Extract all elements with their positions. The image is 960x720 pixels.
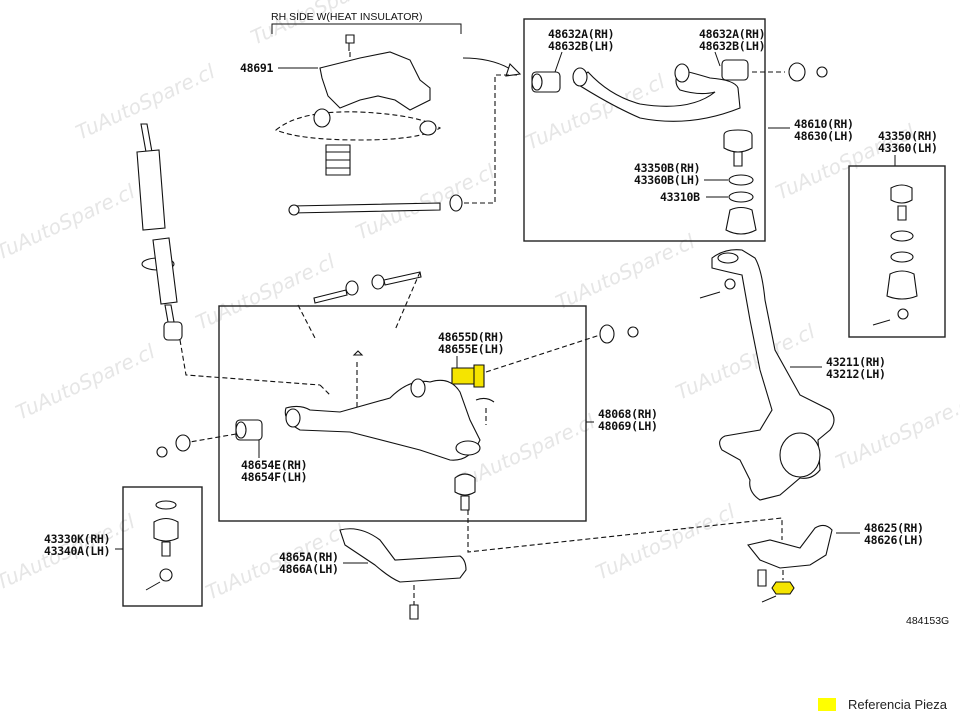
watermark: TuAutoSpare.cl — [552, 229, 699, 315]
washer-part — [788, 62, 806, 82]
seal-ring-part — [728, 191, 754, 203]
part-label-48655E[interactable]: 48655E(LH) — [438, 342, 505, 356]
nut-part — [816, 66, 828, 78]
heat-insulator-group: 48691 — [240, 34, 522, 216]
camber-bolts-group — [297, 271, 422, 341]
heat-insulator-part — [319, 51, 431, 111]
lower-arm-cover-group: 4865A(RH) 4866A(LH) — [279, 528, 467, 620]
lower-ball-joint-group: 43330K(RH) 43340A(LH) — [44, 486, 203, 607]
lower-control-arm-part — [284, 379, 481, 461]
watermark: TuAutoSpare.cl — [352, 159, 499, 245]
nut-part — [156, 446, 168, 458]
dust-boot-part — [725, 206, 757, 235]
nut-part — [724, 278, 736, 290]
washer-part — [449, 194, 463, 212]
part-label-43360[interactable]: 43360(LH) — [878, 141, 938, 155]
part-label-43211[interactable]: 43211(RH) — [826, 355, 886, 369]
snap-ring-part — [728, 174, 754, 186]
header-note: RH SIDE W(HEAT INSULATOR) — [271, 11, 423, 23]
part-label-48630[interactable]: 48630(LH) — [794, 129, 854, 143]
lower-ball-joint-box — [122, 486, 203, 607]
lower-ball-joint-part — [454, 473, 476, 496]
shock-bushing-part — [163, 321, 183, 341]
highlighted-castle-nut[interactable] — [771, 581, 795, 595]
nut-part — [627, 326, 639, 338]
part-label-43350B[interactable]: 43350B(RH) — [634, 161, 701, 175]
part-label-43350[interactable]: 43350(RH) — [878, 129, 938, 143]
part-label-48691[interactable]: 48691 — [240, 61, 274, 75]
header-bracket — [271, 23, 462, 34]
shock-body-part — [136, 149, 166, 231]
watermark: TuAutoSpare.cl — [247, 0, 394, 50]
upper-ball-joint-part — [723, 129, 753, 153]
watermark: TuAutoSpare.cl — [592, 499, 739, 585]
bolt-icon — [757, 569, 767, 587]
knuckle-arm-group: 48625(RH) 48626(LH) — [467, 510, 924, 603]
heat-insulator-header: RH SIDE W(HEAT INSULATOR) — [271, 11, 462, 34]
washer-part — [599, 324, 615, 344]
watermark: TuAutoSpare.cl — [832, 389, 960, 475]
part-label-48632A-right[interactable]: 48632A(RH) — [699, 27, 766, 41]
ball-joint-kit-box — [848, 165, 946, 338]
part-label-43212[interactable]: 43212(LH) — [826, 367, 886, 381]
watermark: TuAutoSpare.cl — [12, 339, 159, 425]
watermark: TuAutoSpare.cl — [192, 249, 339, 335]
bolt-icon — [409, 604, 419, 620]
legend-swatch — [818, 698, 836, 711]
arrow-icon — [462, 57, 516, 73]
upper-arm-box — [523, 18, 766, 242]
part-label-48632A-left[interactable]: 48632A(RH) — [548, 27, 615, 41]
upper-ball-joint-kit-group: 43350(RH) 43360(LH) — [848, 129, 946, 338]
legend: Referencia Pieza — [818, 697, 947, 712]
part-label-48632B-left[interactable]: 48632B(LH) — [548, 39, 615, 53]
highlighted-lower-rear-bushing[interactable] — [451, 364, 485, 388]
part-label-4866A[interactable]: 4866A(LH) — [279, 562, 339, 576]
knuckle-arm-part — [747, 524, 833, 569]
watermark: TuAutoSpare.cl — [0, 179, 139, 265]
nut-part — [159, 568, 173, 582]
watermarks: TuAutoSpare.cl TuAutoSpare.cl TuAutoSpar… — [0, 0, 960, 605]
bolt-icon — [345, 34, 355, 51]
legend-label: Referencia Pieza — [848, 697, 947, 712]
upper-arm-group: 48632A(RH) 48632B(LH) 48632A(RH) 48632B(… — [523, 18, 854, 242]
lower-arm-group: 48068(RH) 48069(LH) 48655D(RH) 48655E(LH… — [156, 305, 658, 522]
part-label-48610[interactable]: 48610(RH) — [794, 117, 854, 131]
shock-rod-part — [140, 123, 153, 153]
part-label-48069[interactable]: 48069(LH) — [598, 419, 658, 433]
steering-knuckle-group: 43211(RH) 43212(LH) — [699, 249, 886, 501]
part-label-48654F[interactable]: 48654F(LH) — [241, 470, 308, 484]
part-label-48626[interactable]: 48626(LH) — [864, 533, 924, 547]
part-label-48632B-right[interactable]: 48632B(LH) — [699, 39, 766, 53]
part-label-43340A[interactable]: 43340A(LH) — [44, 544, 111, 558]
washer-part — [175, 434, 191, 452]
part-label-48654E[interactable]: 48654E(RH) — [241, 458, 308, 472]
part-label-43310B[interactable]: 43310B — [660, 190, 700, 204]
shock-absorber-group — [136, 123, 331, 396]
part-label-48625[interactable]: 48625(RH) — [864, 521, 924, 535]
part-label-43330K[interactable]: 43330K(RH) — [44, 532, 111, 546]
part-label-48068[interactable]: 48068(RH) — [598, 407, 658, 421]
lower-arm-cover-part — [339, 528, 467, 583]
arrow-head-icon — [505, 62, 522, 77]
part-label-48655D[interactable]: 48655D(RH) — [438, 330, 505, 344]
diagram-code: 484153G — [906, 615, 949, 627]
upper-bushing-right-part — [721, 59, 749, 81]
lower-arm-box — [218, 305, 587, 522]
part-label-43360B[interactable]: 43360B(LH) — [634, 173, 701, 187]
part-label-4865A[interactable]: 4865A(RH) — [279, 550, 339, 564]
